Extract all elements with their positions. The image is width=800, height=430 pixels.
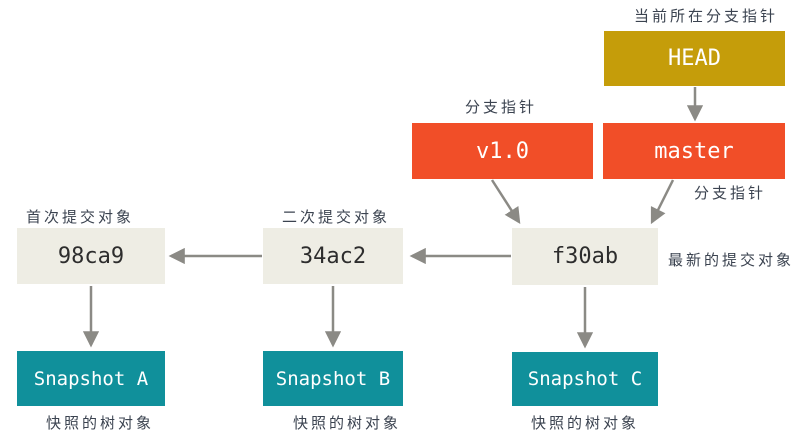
- head-annotation: 当前所在分支指针: [634, 8, 779, 25]
- snapshot-b-node: Snapshot B: [263, 351, 403, 406]
- snapshot-c-tree-annotation: 快照的树对象: [531, 415, 640, 430]
- snapshot-c-node: Snapshot C: [512, 352, 658, 406]
- v1-branch-pointer-annotation: 分支指针: [465, 99, 538, 116]
- commit-node-f30ab: f30ab: [512, 228, 658, 285]
- master-branch-pointer-annotation: 分支指针: [694, 185, 767, 202]
- head-node-label: HEAD: [668, 46, 721, 71]
- head-node: HEAD: [604, 31, 785, 86]
- commit-node-f30ab-label: f30ab: [551, 244, 619, 269]
- first-commit-annotation: 首次提交对象: [26, 209, 135, 226]
- commit-node-34ac2: 34ac2: [263, 228, 403, 284]
- snapshot-b-node-label: Snapshot B: [275, 367, 391, 390]
- tag-v1-node: v1.0: [412, 123, 593, 179]
- master-branch-node: master: [603, 123, 785, 179]
- snapshot-a-node-label: Snapshot A: [33, 367, 149, 390]
- second-commit-annotation: 二次提交对象: [282, 209, 391, 226]
- arrow-master-to-f30ab: [650, 179, 675, 225]
- snapshot-a-node: Snapshot A: [17, 351, 165, 406]
- arrow-v1-to-f30ab: [490, 179, 521, 225]
- snapshot-c-node-label: Snapshot C: [527, 368, 643, 390]
- snapshot-b-tree-annotation: 快照的树对象: [293, 415, 402, 430]
- commit-node-98ca9-label: 98ca9: [57, 243, 125, 269]
- tag-v1-node-label: v1.0: [476, 138, 529, 164]
- master-branch-node-label: master: [654, 138, 734, 164]
- latest-commit-annotation: 最新的提交对象: [668, 252, 795, 269]
- commit-node-98ca9: 98ca9: [17, 228, 165, 284]
- commit-node-34ac2-label: 34ac2: [299, 243, 367, 269]
- snapshot-a-tree-annotation: 快照的树对象: [46, 415, 155, 430]
